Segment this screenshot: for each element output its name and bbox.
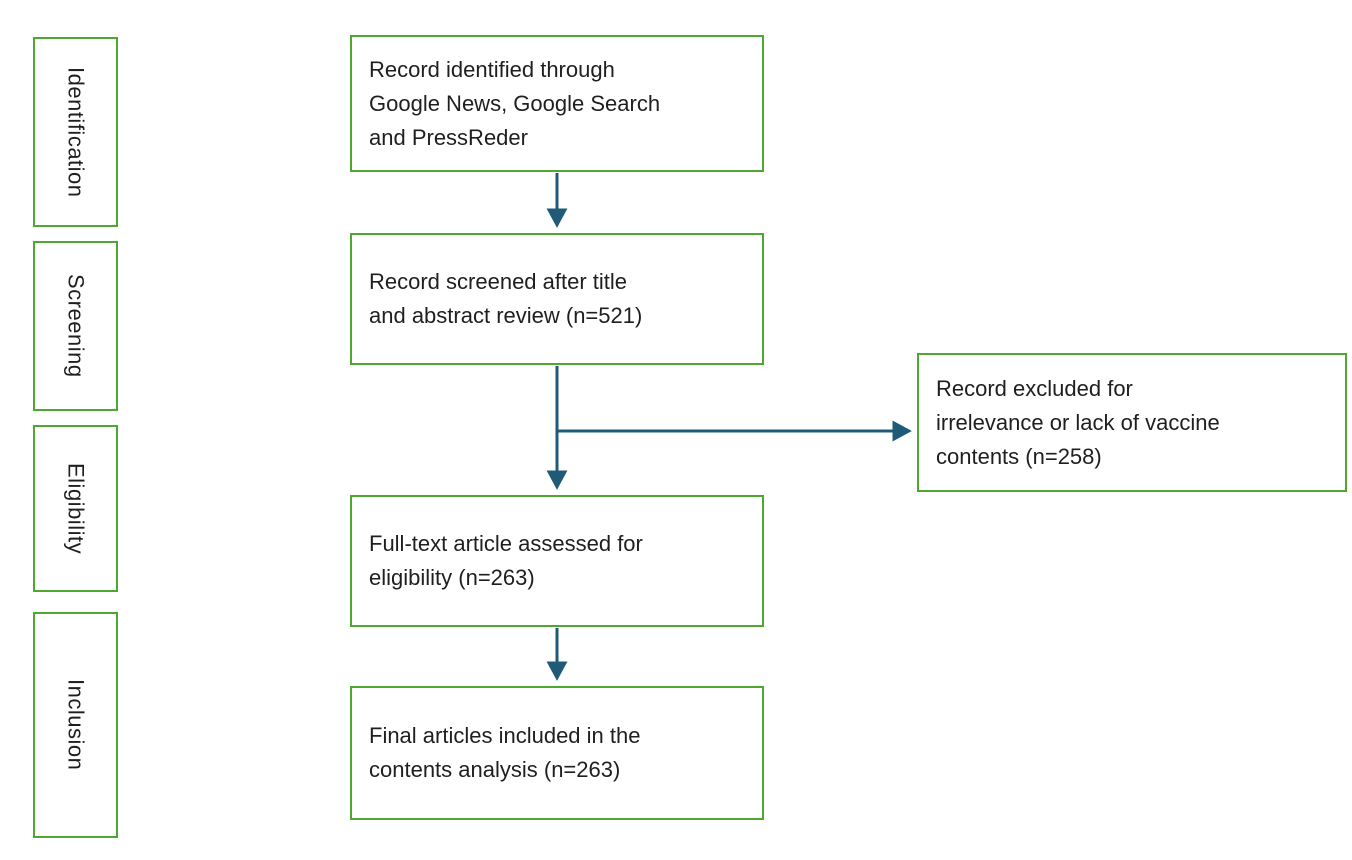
stage-label-inclusion: Inclusion [63,679,89,771]
stage-box-screening: Screening [33,241,118,411]
stage-label-identification: Identification [63,66,89,198]
stage-label-screening: Screening [63,274,89,378]
flow-box-records-identified: Record identified through Google News, G… [350,35,764,172]
stage-box-identification: Identification [33,37,118,227]
stage-box-eligibility: Eligibility [33,425,118,592]
flow-box-final-included-text: Final articles included in the contents … [369,723,641,782]
stage-box-inclusion: Inclusion [33,612,118,838]
flow-box-fulltext-assessed: Full-text article assessed for eligibili… [350,495,764,627]
flow-box-records-excluded: Record excluded for irrelevance or lack … [917,353,1347,492]
flow-box-records-identified-text: Record identified through Google News, G… [369,56,661,150]
flow-box-records-screened-text: Record screened after title and abstract… [369,269,643,328]
stage-label-eligibility: Eligibility [63,462,89,555]
flow-box-final-included: Final articles included in the contents … [350,686,764,820]
flow-box-records-screened: Record screened after title and abstract… [350,233,764,365]
flow-box-fulltext-assessed-text: Full-text article assessed for eligibili… [369,531,643,590]
flow-box-records-excluded-text: Record excluded for irrelevance or lack … [936,375,1220,469]
